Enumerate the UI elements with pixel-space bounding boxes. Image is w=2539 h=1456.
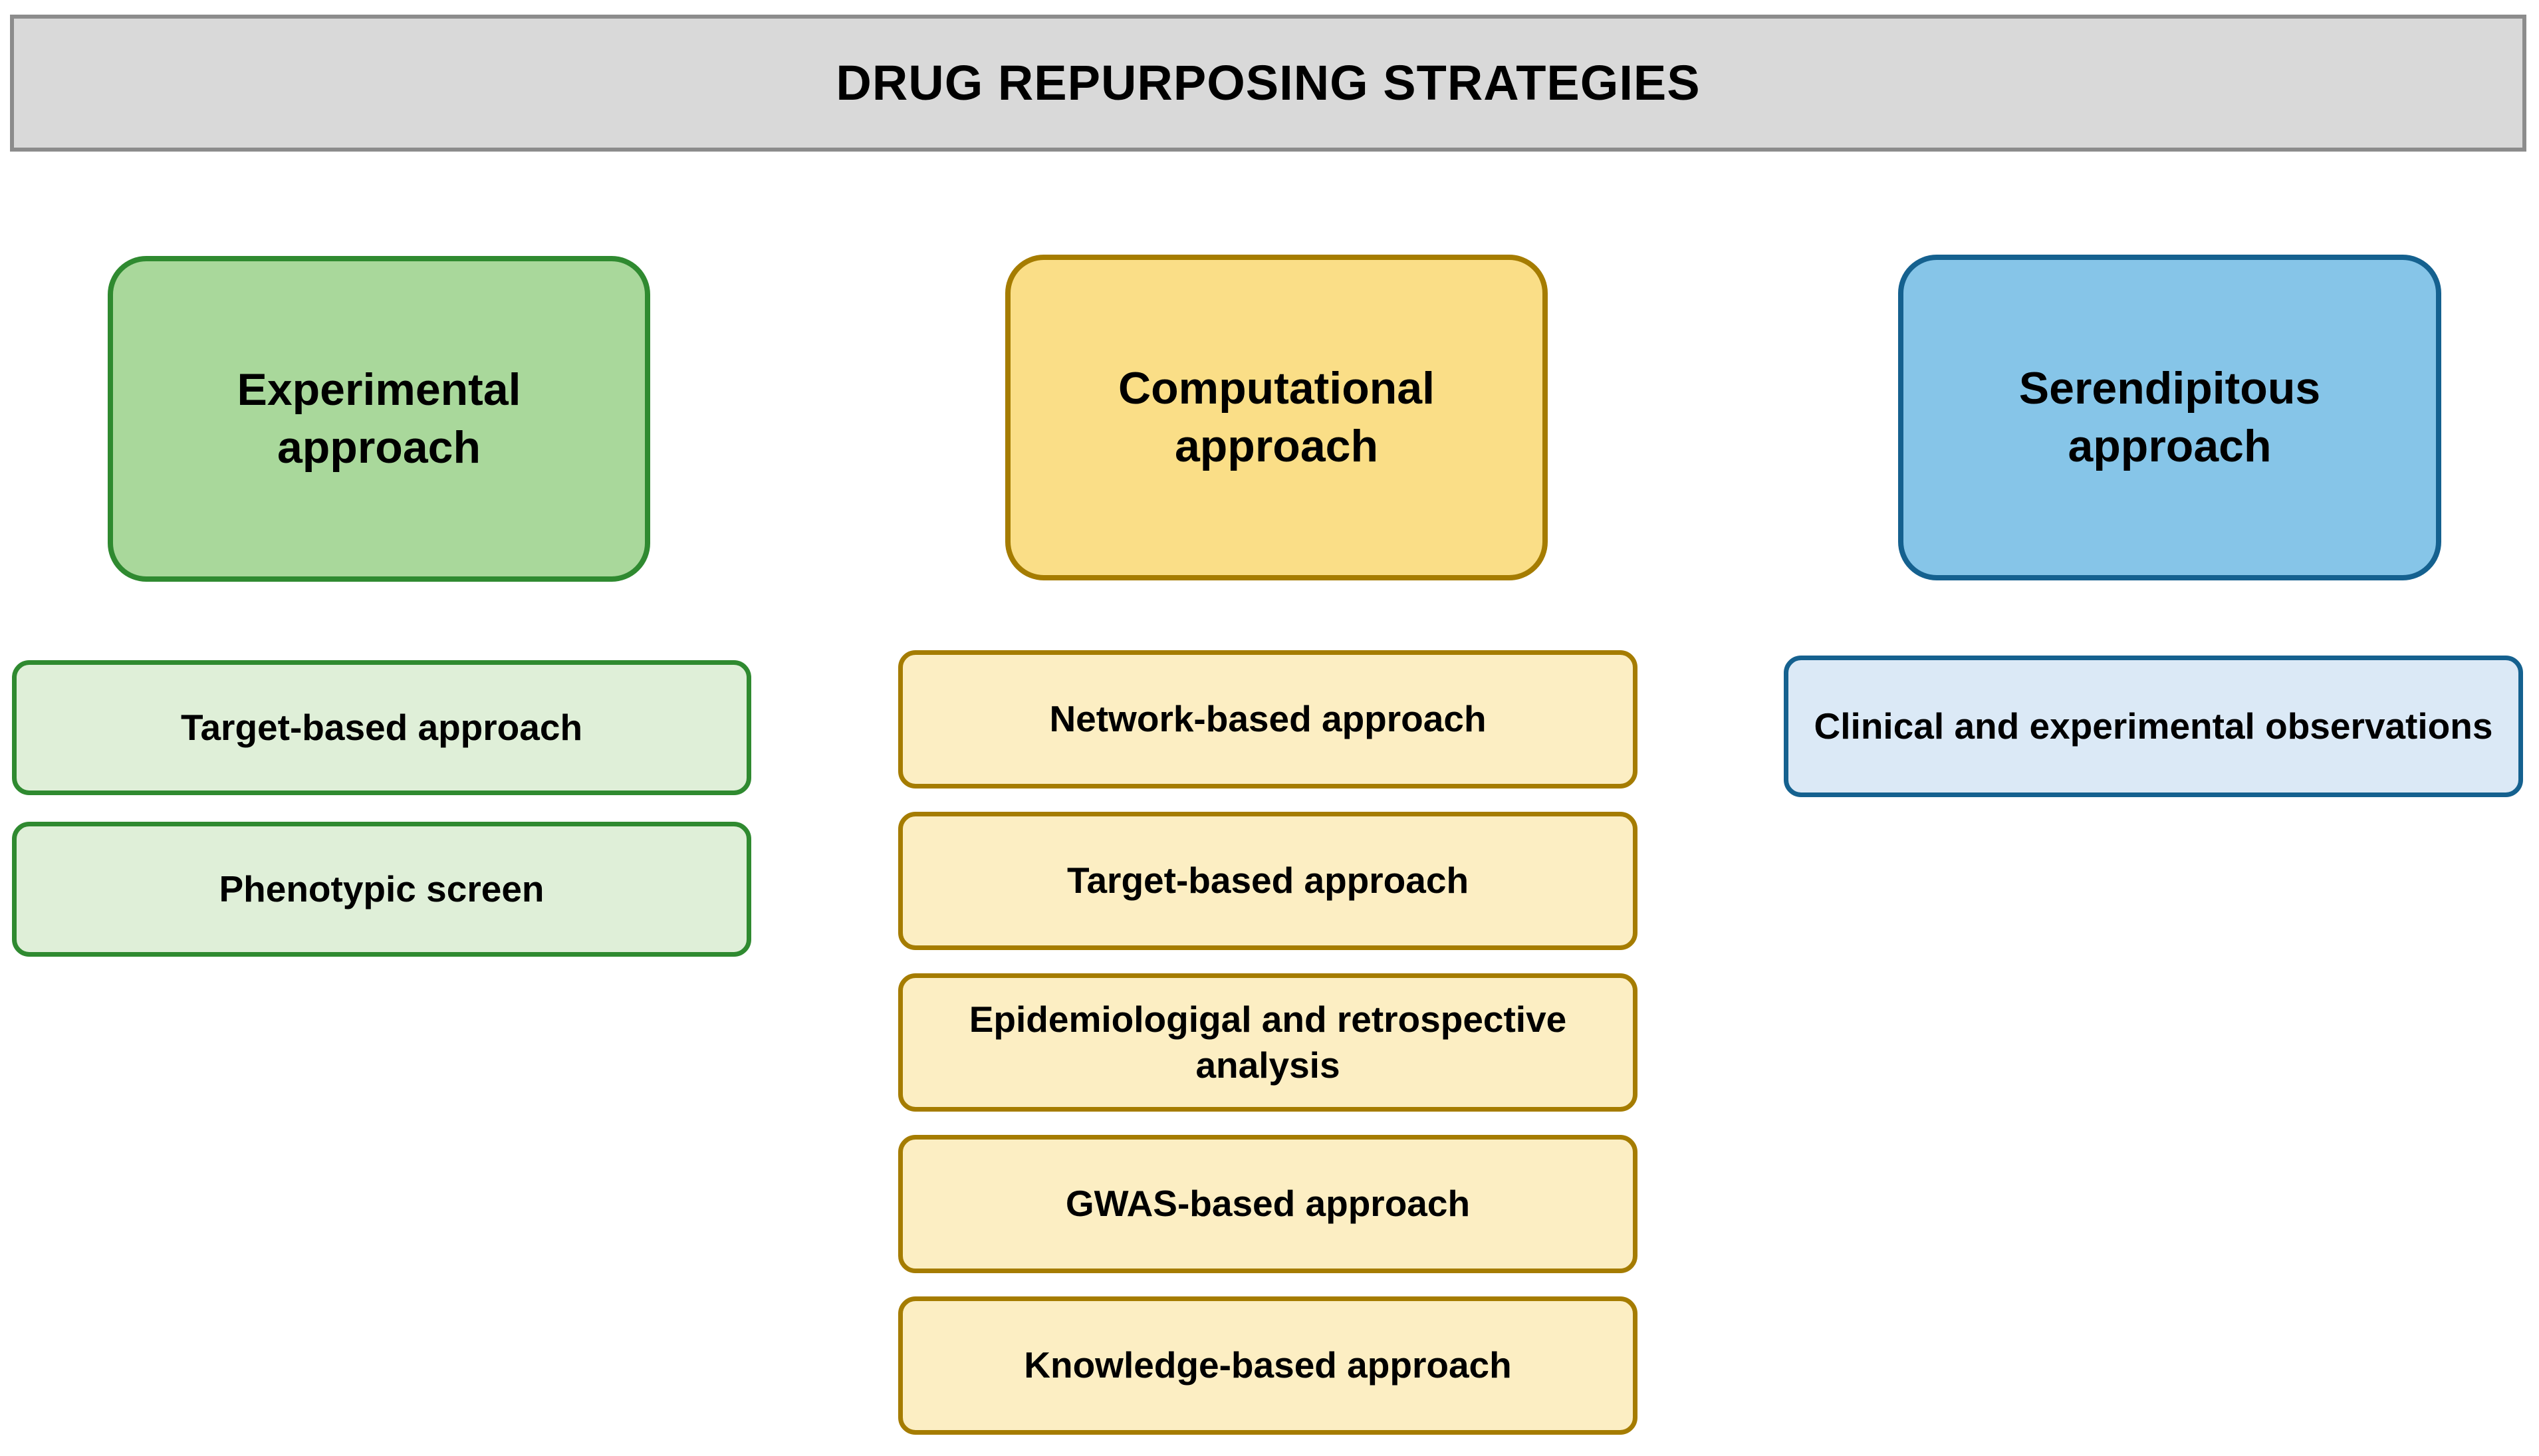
subitem-computational-epidemiological-retrospective-analysis[interactable]: Epidemiologigal and retrospective analys… xyxy=(898,973,1637,1112)
subitem-label: Knowledge-based approach xyxy=(1024,1344,1512,1386)
diagram-title-banner: DRUG REPURPOSING STRATEGIES xyxy=(10,15,2526,152)
subitem-computational-network-based-approach[interactable]: Network-based approach xyxy=(898,650,1637,789)
subitem-label: Clinical and experimental observations xyxy=(1814,705,2493,747)
subitem-computational-target-based-approach[interactable]: Target-based approach xyxy=(898,812,1637,950)
subitem-label: Epidemiologigal and retrospective analys… xyxy=(969,998,1567,1086)
subitem-experimental-phenotypic-screen[interactable]: Phenotypic screen xyxy=(12,822,751,957)
subitem-computational-knowledge-based-approach[interactable]: Knowledge-based approach xyxy=(898,1296,1637,1435)
page-title: DRUG REPURPOSING STRATEGIES xyxy=(836,55,1701,111)
subitem-label: Phenotypic screen xyxy=(219,868,544,910)
subitem-experimental-target-based-approach[interactable]: Target-based approach xyxy=(12,660,751,795)
subitem-computational-gwas-based-approach[interactable]: GWAS-based approach xyxy=(898,1135,1637,1273)
subitem-label: Network-based approach xyxy=(1049,698,1487,740)
subitem-serendipitous-clinical-experimental-observations[interactable]: Clinical and experimental observations xyxy=(1784,656,2523,797)
subitem-label: Target-based approach xyxy=(1066,860,1469,902)
subitem-label: Target-based approach xyxy=(180,706,583,748)
subitem-label: GWAS-based approach xyxy=(1065,1183,1471,1225)
